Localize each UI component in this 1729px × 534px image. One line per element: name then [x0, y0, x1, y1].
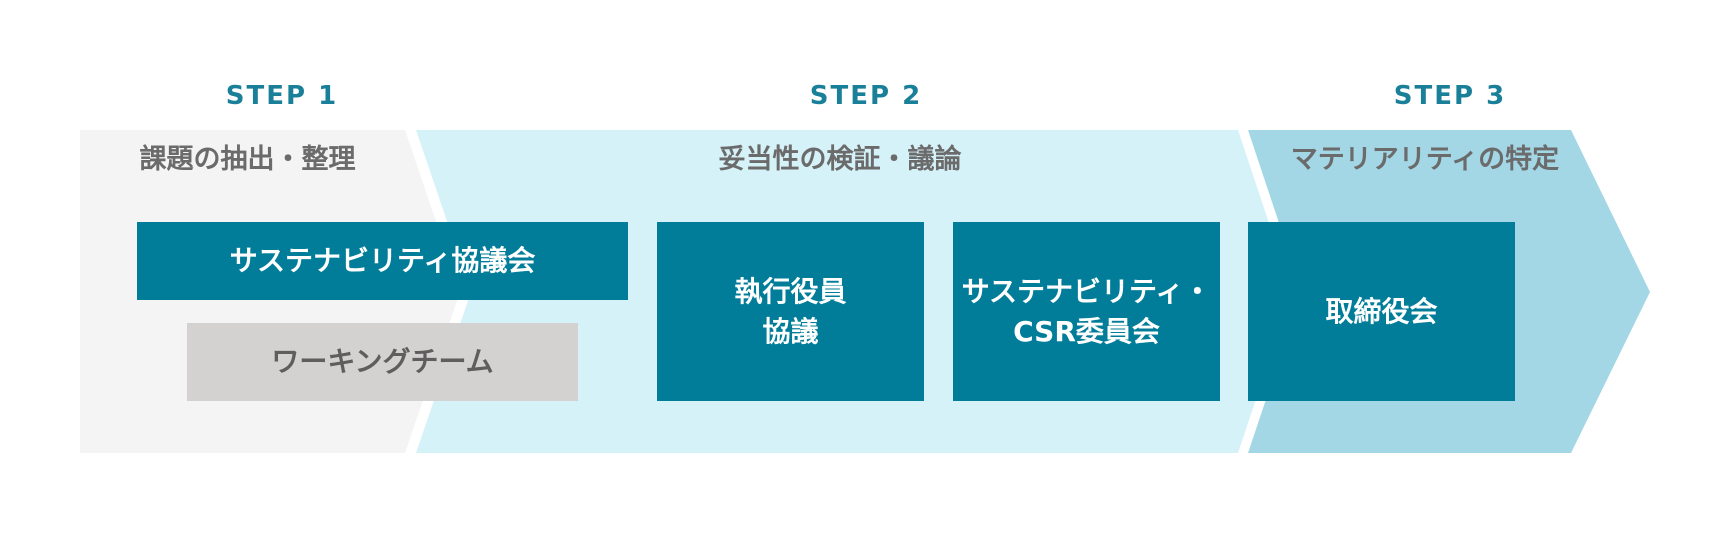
phase-1-title: 課題の抽出・整理: [139, 144, 356, 175]
sustainability-csr-committee-box: サステナビリティ・ CSR委員会: [953, 222, 1220, 401]
sustainability-council-box: サステナビリティ協議会: [137, 222, 628, 300]
step-1-label: STEP 1: [225, 81, 339, 111]
step-2-label: STEP 2: [809, 81, 923, 111]
working-team-box: ワーキングチーム: [187, 323, 578, 401]
executive-council-box: 執行役員 協議: [657, 222, 924, 401]
step-3-label: STEP 3: [1393, 81, 1507, 111]
board-of-directors-box: 取締役会: [1248, 222, 1515, 401]
phase-3-title: マテリアリティの特定: [1290, 144, 1560, 175]
phase-2-title: 妥当性の検証・議論: [718, 144, 962, 175]
